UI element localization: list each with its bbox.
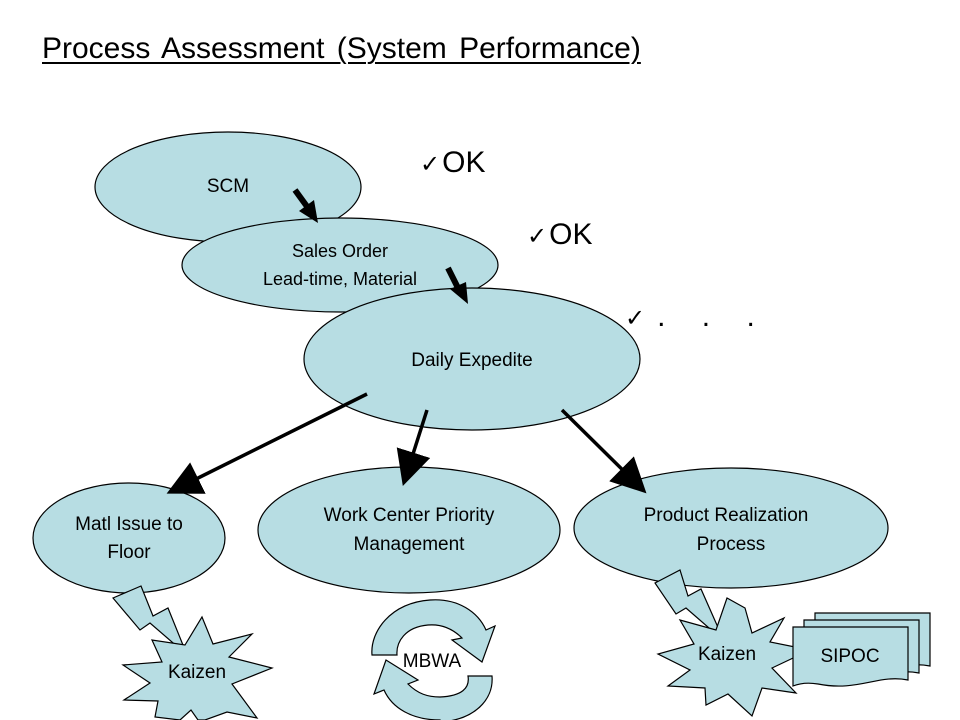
arrow-scm-to-sales-head: [299, 200, 318, 223]
mbwa-label: MBWA: [403, 651, 462, 672]
lightning-bolt-left-icon: [112, 585, 188, 656]
check-label: OK: [549, 218, 593, 251]
kaizen-burst-right: Kaizen: [656, 597, 812, 718]
node-sales-order: Sales Order Lead-time, Material: [181, 217, 499, 313]
check-label: . . .: [657, 300, 769, 333]
node-sales-order-label-2: Lead-time, Material: [263, 269, 417, 289]
arrow-sales-to-expedite-head: [450, 282, 468, 304]
node-matl-issue-label-1: Matl Issue to: [75, 514, 183, 535]
kaizen-burst-left: Kaizen: [121, 615, 274, 720]
arrow-expedite-to-workcenter: [396, 409, 431, 487]
check-ok-2: ✓OK: [527, 218, 592, 252]
node-matl-issue-label-2: Floor: [107, 542, 151, 563]
checkmark-icon: ✓: [420, 150, 441, 178]
kaizen-right-label: Kaizen: [698, 644, 756, 665]
node-work-center-label-2: Management: [354, 534, 466, 555]
checkmark-icon: ✓: [527, 222, 548, 250]
node-daily-expedite: Daily Expedite: [303, 287, 641, 431]
node-product-realization-label-2: Process: [697, 534, 766, 555]
arrow-expedite-to-product: [560, 408, 647, 494]
lightning-bolt-right-icon: [654, 569, 725, 642]
node-scm: SCM: [94, 131, 362, 243]
kaizen-left-label: Kaizen: [168, 662, 226, 683]
arrow-expedite-to-matl: [166, 392, 368, 494]
node-product-realization: Product Realization Process: [573, 467, 889, 589]
node-work-center-label-1: Work Center Priority: [324, 505, 495, 526]
node-work-center: Work Center Priority Management: [257, 466, 561, 594]
sipoc-document-stack: SIPOC: [792, 612, 931, 687]
check-label: OK: [442, 146, 486, 179]
node-matl-issue: Matl Issue to Floor: [32, 482, 226, 594]
node-daily-expedite-label: Daily Expedite: [411, 350, 532, 371]
node-scm-label: SCM: [207, 176, 249, 197]
checkmark-icon: ✓: [625, 304, 646, 332]
node-sales-order-label-1: Sales Order: [292, 241, 388, 261]
check-pending: ✓ . . .: [625, 300, 769, 334]
node-product-realization-label-1: Product Realization: [644, 505, 809, 526]
check-ok-1: ✓OK: [420, 146, 485, 180]
sipoc-label: SIPOC: [820, 646, 879, 667]
page-title: Process Assessment (System Performance): [42, 32, 641, 65]
mbwa-cycle-icon: MBWA: [371, 599, 497, 720]
